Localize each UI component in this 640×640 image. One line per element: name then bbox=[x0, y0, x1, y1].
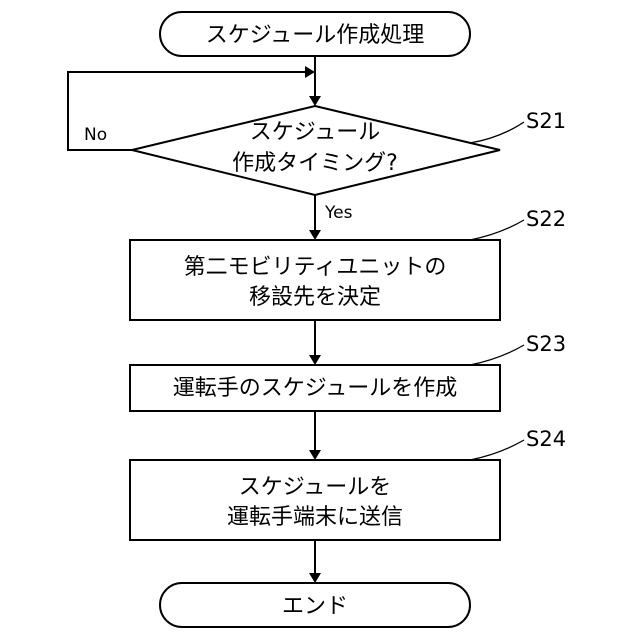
end-terminal: エンド bbox=[160, 583, 470, 627]
decision-line-1: スケジュール bbox=[250, 120, 380, 145]
leader-s23 bbox=[470, 345, 524, 365]
no-loop-arrowhead bbox=[305, 66, 315, 78]
s22-line-2: 移設先を決定 bbox=[249, 285, 381, 310]
end-label: エンド bbox=[282, 594, 348, 619]
process-box-s24: スケジュールを 運転手端末に送信 bbox=[130, 460, 500, 540]
decision-diamond: スケジュール 作成タイミング? bbox=[132, 106, 500, 195]
s23-line-1: 運転手のスケジュールを作成 bbox=[173, 376, 457, 401]
process-box-s22: 第二モビリティユニットの 移設先を決定 bbox=[130, 240, 500, 320]
leader-s21 bbox=[470, 122, 524, 143]
decision-line-2: 作成タイミング? bbox=[232, 151, 398, 176]
no-branch-label: No bbox=[84, 125, 107, 145]
process-box-s23: 運転手のスケジュールを作成 bbox=[130, 365, 500, 411]
start-terminal: スケジュール作成処理 bbox=[160, 12, 470, 56]
arrow-into-end bbox=[309, 573, 321, 583]
arrow-into-s22 bbox=[309, 230, 321, 240]
leader-s24 bbox=[470, 440, 524, 460]
s22-line-1: 第二モビリティユニットの bbox=[184, 255, 447, 280]
arrow-into-s23 bbox=[309, 355, 321, 365]
step-label-s21: S21 bbox=[526, 109, 566, 133]
step-label-s23: S23 bbox=[526, 332, 566, 356]
arrow-into-decision bbox=[309, 96, 321, 106]
arrow-into-s24 bbox=[309, 450, 321, 460]
yes-branch-label: Yes bbox=[324, 203, 353, 223]
leader-s22 bbox=[470, 220, 524, 240]
s24-line-2: 運転手端末に送信 bbox=[227, 505, 403, 530]
step-label-s22: S22 bbox=[526, 207, 566, 231]
start-label: スケジュール作成処理 bbox=[206, 23, 424, 48]
s24-line-1: スケジュールを bbox=[239, 475, 391, 500]
step-label-s24: S24 bbox=[526, 427, 566, 451]
